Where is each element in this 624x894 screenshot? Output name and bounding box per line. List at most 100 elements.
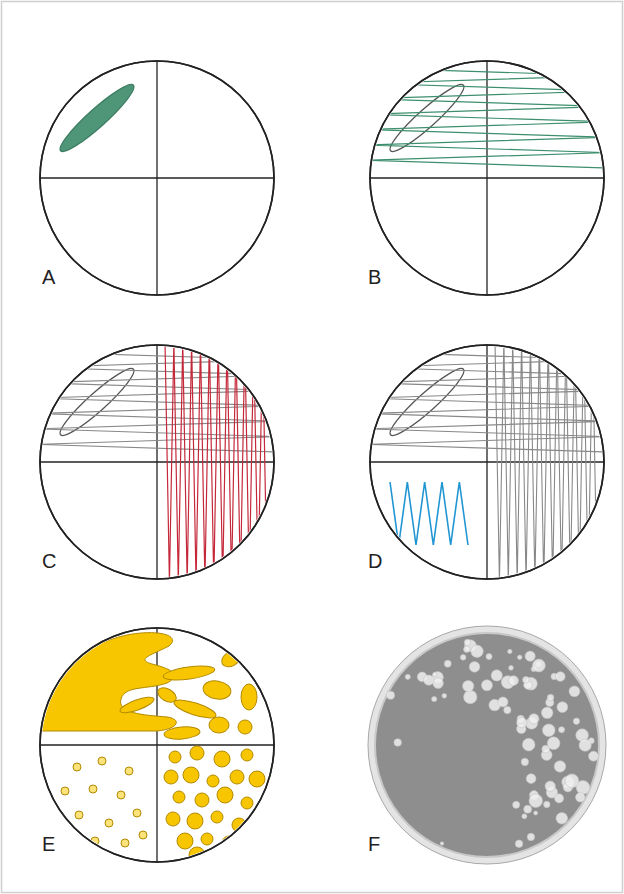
streaked-colony xyxy=(241,684,257,710)
streaked-colony xyxy=(162,663,215,682)
isolated-colony xyxy=(190,746,204,760)
isolated-colony xyxy=(211,811,223,823)
bacterial-colony xyxy=(405,674,410,679)
inoculum-streak xyxy=(55,79,140,158)
bacterial-colony xyxy=(394,739,402,747)
bacterial-colony xyxy=(442,693,447,698)
isolated-colony xyxy=(164,770,178,784)
bacterial-colony xyxy=(554,761,566,773)
petri-plate xyxy=(39,628,274,863)
bacterial-colony xyxy=(569,686,580,697)
quadrant-line xyxy=(156,345,157,579)
bacterial-colony xyxy=(509,676,519,686)
isolated-colony xyxy=(232,818,246,832)
isolated-colony xyxy=(117,791,125,799)
bacterial-colony xyxy=(579,739,591,751)
quadrant-line xyxy=(486,61,487,295)
bacterial-colony xyxy=(534,811,538,815)
streaked-colony xyxy=(202,679,233,702)
bacterial-colony xyxy=(517,655,522,660)
bacterial-colony xyxy=(464,646,470,652)
isolated-colony xyxy=(61,787,69,795)
isolated-colony xyxy=(187,813,203,829)
isolated-colony xyxy=(89,785,97,793)
bacterial-colony xyxy=(440,842,444,846)
isolated-colony xyxy=(166,812,180,826)
bacterial-colony xyxy=(524,805,532,813)
isolated-colony xyxy=(98,757,106,765)
isolated-colony xyxy=(230,770,244,784)
isolated-colony xyxy=(139,831,147,839)
plate-outline xyxy=(370,345,604,579)
bacterial-colony xyxy=(526,774,536,784)
second-streak xyxy=(165,342,267,582)
bacterial-colony xyxy=(529,714,539,724)
dish-rim xyxy=(368,626,606,864)
isolated-colony xyxy=(214,751,230,767)
panel-letter: C xyxy=(42,550,56,572)
bacterial-colony xyxy=(559,727,565,733)
earlier-streak xyxy=(495,342,597,582)
bacterial-colony xyxy=(513,801,520,808)
isolated-colony xyxy=(183,767,199,783)
plate-contents xyxy=(39,633,265,863)
bacterial-colony xyxy=(556,812,568,824)
isolated-colony xyxy=(249,771,265,787)
isolated-colony xyxy=(75,811,83,819)
bacterial-colony xyxy=(541,707,553,719)
isolated-colony xyxy=(125,767,133,775)
bacterial-colony xyxy=(433,672,437,676)
bacterial-colony xyxy=(432,696,437,701)
panel-letter: F xyxy=(368,833,380,855)
bacterial-colony xyxy=(508,649,512,653)
confluent-growth xyxy=(39,633,176,731)
bacterial-colony xyxy=(557,702,568,713)
first-streak xyxy=(367,68,607,168)
petri-plate xyxy=(368,626,606,864)
isolated-colony xyxy=(241,797,253,809)
isolated-colony xyxy=(121,839,129,847)
isolated-colony xyxy=(177,833,193,849)
bacterial-colony xyxy=(463,680,474,691)
bacterial-colony xyxy=(545,781,555,791)
bacterial-colony xyxy=(460,655,466,661)
streaked-colony xyxy=(172,696,218,721)
bacterial-colony xyxy=(589,751,599,761)
plate-outline xyxy=(370,61,604,295)
bacterial-colony xyxy=(547,737,560,750)
quadrant-line xyxy=(156,628,157,862)
bacterial-colony xyxy=(515,840,523,848)
bacterial-colony xyxy=(471,645,483,657)
plate-outline xyxy=(40,61,274,295)
bacterial-colony xyxy=(486,654,492,660)
isolated-colony xyxy=(201,833,213,845)
bacterial-colony xyxy=(542,724,555,737)
bacterial-colony xyxy=(469,662,480,673)
bacterial-colony xyxy=(527,833,534,840)
isolated-colony xyxy=(169,751,181,763)
plate-contents xyxy=(55,79,140,158)
bacterial-colony xyxy=(525,651,535,661)
panel-letter: E xyxy=(42,833,55,855)
bacterial-colony xyxy=(444,660,451,667)
petri-plate xyxy=(40,61,274,295)
isolated-colony xyxy=(105,819,113,827)
streaked-colony xyxy=(118,694,155,716)
earlier-streak xyxy=(367,352,607,452)
bacterial-colony xyxy=(523,676,530,683)
isolated-colony xyxy=(217,787,233,803)
bacterial-colony xyxy=(517,718,527,728)
petri-plate xyxy=(367,61,607,295)
earlier-streak xyxy=(37,352,277,452)
quadrant-line xyxy=(486,345,487,579)
plate-outline xyxy=(40,345,274,579)
third-streak xyxy=(390,482,468,545)
quadrant-line xyxy=(156,61,157,295)
bacterial-colony xyxy=(498,697,508,707)
streaked-colony xyxy=(209,717,229,733)
plate-outline xyxy=(370,61,604,295)
bacterial-colony xyxy=(433,678,444,689)
